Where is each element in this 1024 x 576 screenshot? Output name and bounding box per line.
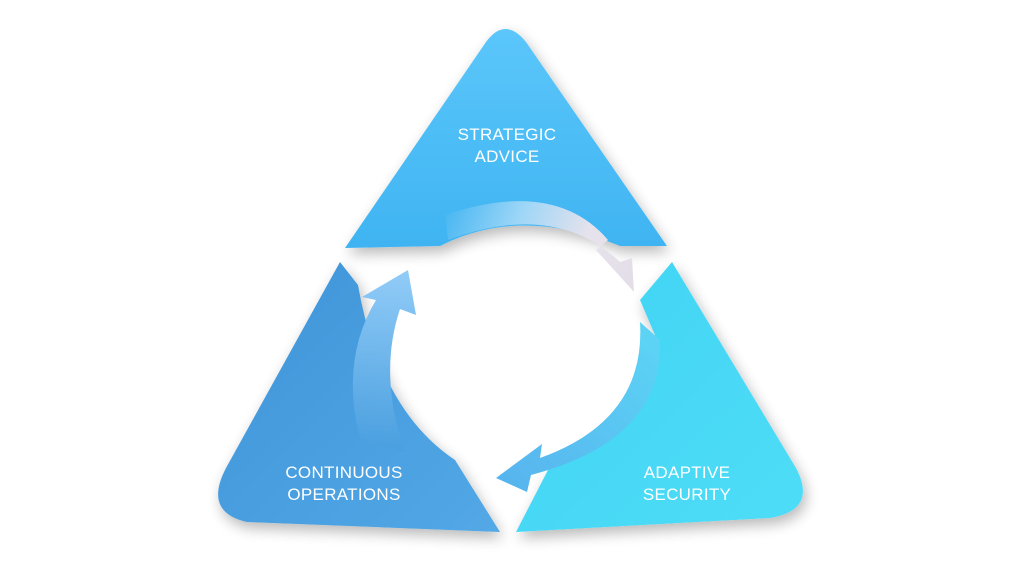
label-continuous-line1: CONTINUOUS bbox=[285, 463, 402, 482]
segment-strategic-advice bbox=[345, 29, 667, 248]
arrow-adaptive-to-continuous bbox=[496, 322, 661, 492]
label-continuous-line2: OPERATIONS bbox=[287, 485, 400, 504]
label-adaptive-line1: ADAPTIVE bbox=[644, 463, 730, 482]
label-adaptive-line2: SECURITY bbox=[643, 485, 731, 504]
label-strategic-line1: STRATEGIC bbox=[458, 125, 557, 144]
arrow-strategic-to-adaptive bbox=[445, 201, 634, 292]
label-strategic-line2: ADVICE bbox=[474, 147, 539, 166]
segment-adaptive-security bbox=[516, 262, 803, 532]
arrow-continuous-to-strategic bbox=[352, 270, 416, 452]
